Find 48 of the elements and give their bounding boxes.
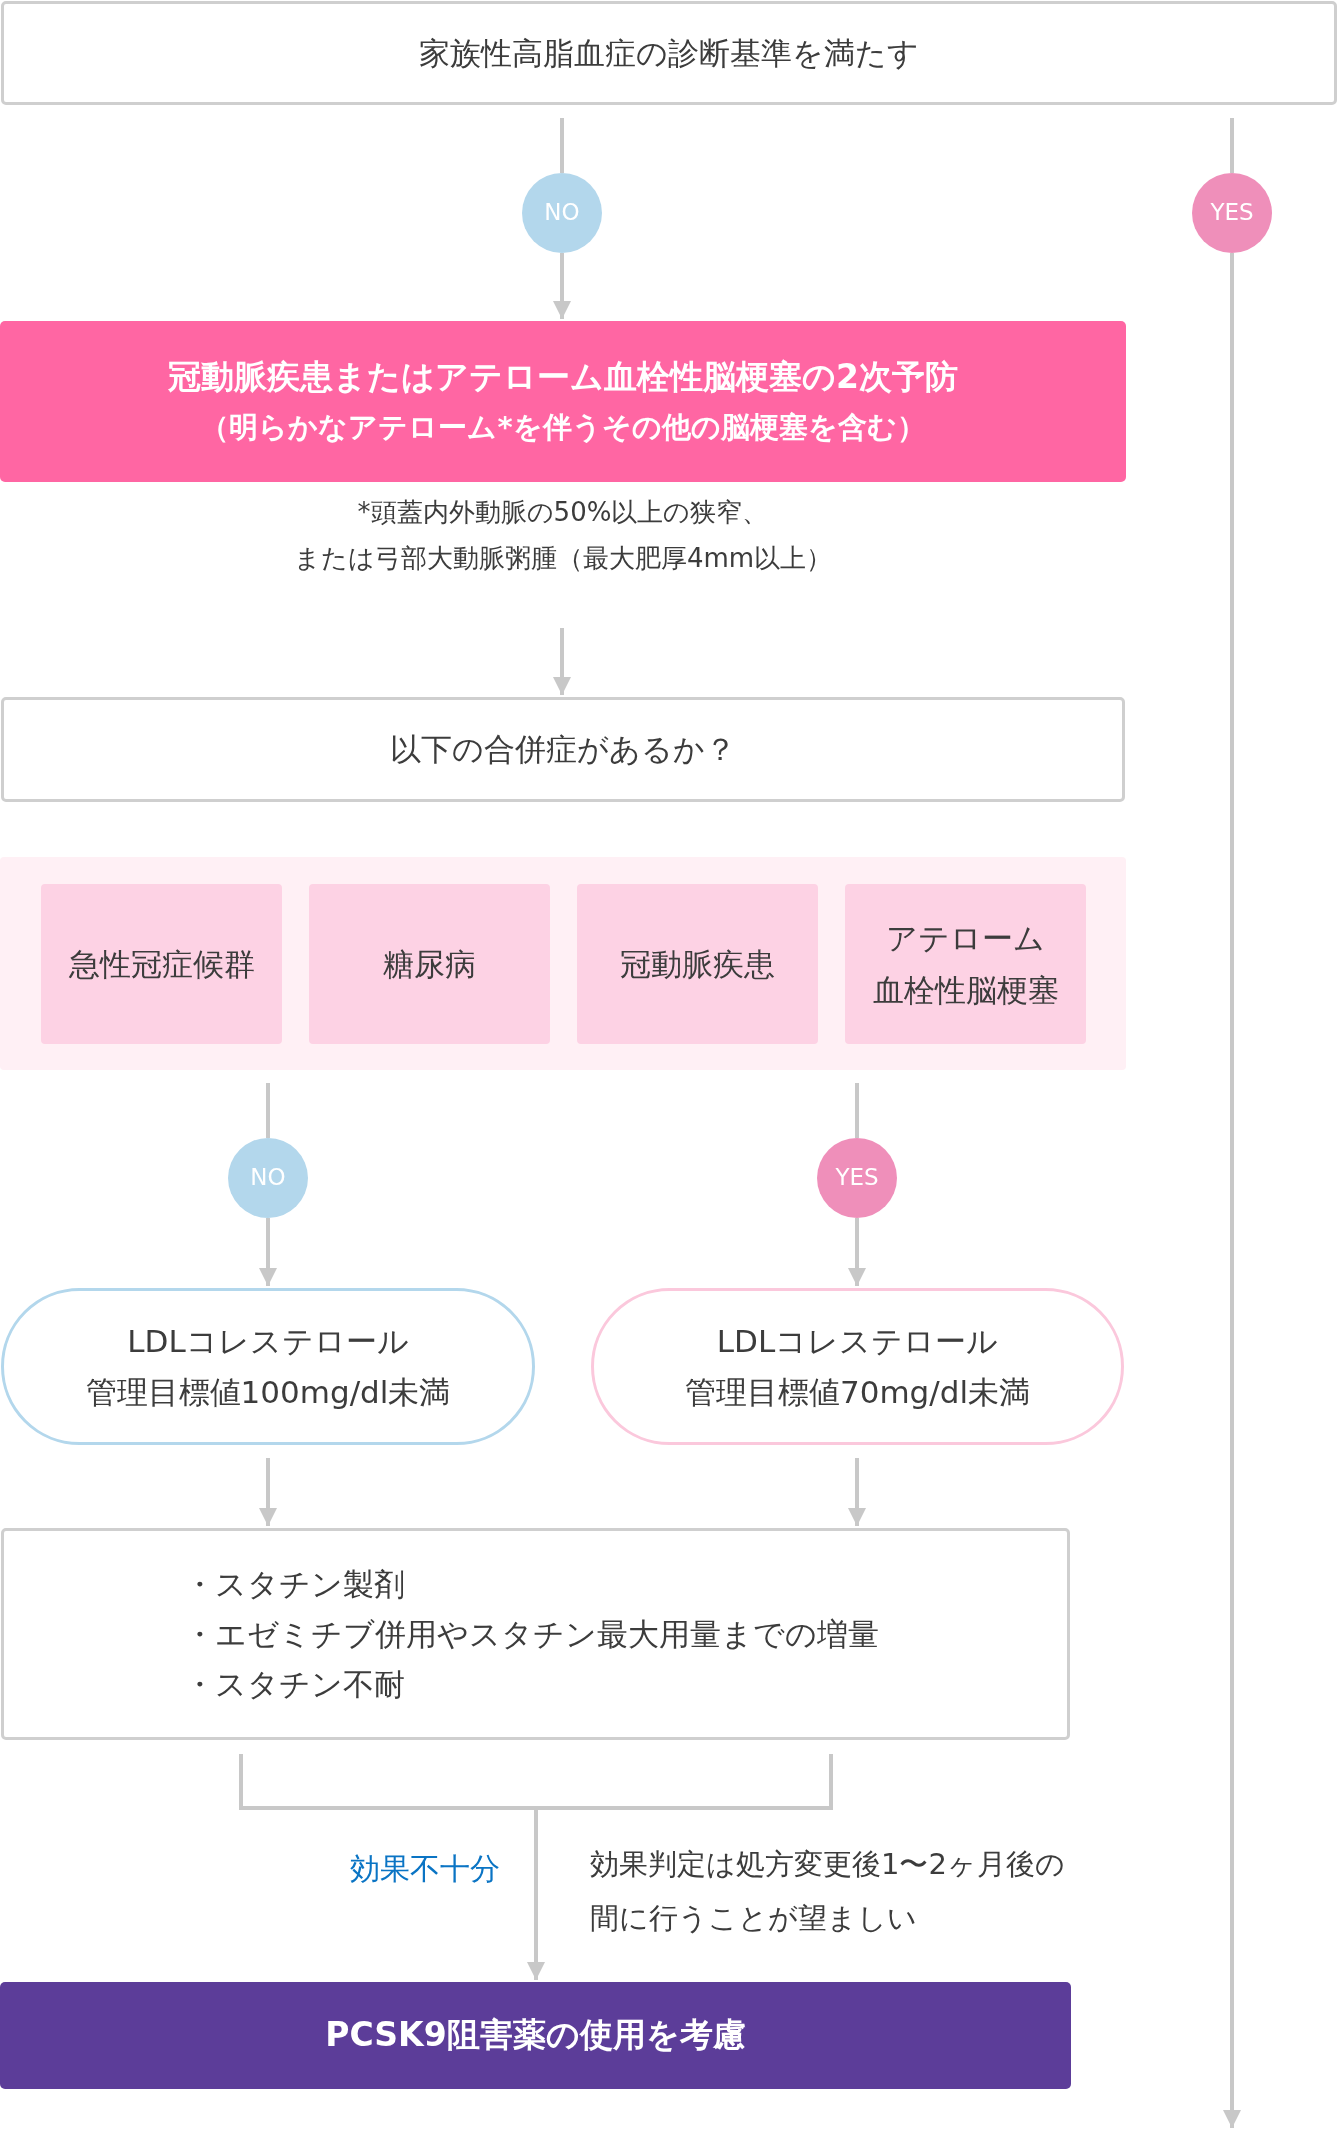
- node-text: ・スタチン製剤: [184, 1564, 405, 1604]
- node-text: 以下の合併症があるか？: [390, 730, 736, 770]
- connector-line: [855, 1083, 859, 1138]
- node-text: LDLコレステロール: [716, 1322, 999, 1362]
- arrow: [848, 1218, 866, 1286]
- footnote-text: *頭蓋内外動脈の50%以上の狭窄、: [357, 496, 769, 529]
- condition-cell: [41, 884, 282, 1044]
- group-band: [0, 857, 1126, 1070]
- node-text: アテローム: [886, 918, 1045, 958]
- answer-label: NO: [544, 198, 580, 228]
- answer-label: YES: [1210, 198, 1254, 228]
- node-text: 管理目標値100mg/dl未満: [85, 1372, 451, 1412]
- arrow: [553, 253, 571, 319]
- node-text: （明らかなアテローム*を伴うその他の脳梗塞を含む）: [200, 409, 926, 447]
- connector-line: [266, 1083, 270, 1138]
- connector-line: [560, 118, 564, 173]
- answer-label: NO: [250, 1163, 286, 1193]
- node-text: ・スタチン不耐: [184, 1665, 405, 1705]
- treatment-box: [1, 1528, 1070, 1740]
- note-text: 間に行うことが望ましい: [590, 1900, 917, 1937]
- node-text: 管理目標値70mg/dl未満: [684, 1372, 1031, 1412]
- node-text: 血栓性脳梗塞: [872, 971, 1059, 1010]
- question-box: [1, 1, 1337, 105]
- node-text: PCSK9阻害薬の使用を考慮: [325, 2014, 746, 2057]
- answer-label: YES: [835, 1163, 879, 1193]
- question-box: [1, 697, 1125, 802]
- condition-cell: [845, 884, 1086, 1044]
- arrow: [553, 628, 571, 695]
- condition-box: [0, 321, 1126, 482]
- node-text: 家族性高脂血症の診断基準を満たす: [419, 33, 919, 73]
- node-text: ・エゼミチブ併用やスタチン最大用量までの増量: [184, 1614, 879, 1654]
- node-text: LDLコレステロール: [127, 1322, 409, 1362]
- node-text: 冠動脈疾患またはアテローム血栓性脳梗塞の2次予防: [168, 356, 958, 399]
- condition-cell: [309, 884, 550, 1044]
- arrow: [848, 1458, 866, 1526]
- node-text: 急性冠症候群: [68, 944, 255, 984]
- connector-line: [1230, 118, 1234, 173]
- node-text: 冠動脈疾患: [620, 944, 775, 984]
- note-text: 効果判定は処方変更後1〜2ヶ月後の: [590, 1846, 1065, 1883]
- result-box: [0, 1982, 1071, 2089]
- footnote-text: または弓部大動脈粥腫（最大肥厚4mm以上）: [293, 541, 833, 575]
- target-pill: [1, 1288, 535, 1445]
- merge-arrow: [239, 1752, 833, 1982]
- arrow: [1223, 253, 1241, 2128]
- condition-cell: [577, 884, 818, 1044]
- arrow: [259, 1218, 277, 1286]
- arrow: [259, 1458, 277, 1526]
- node-text: 糖尿病: [383, 944, 476, 984]
